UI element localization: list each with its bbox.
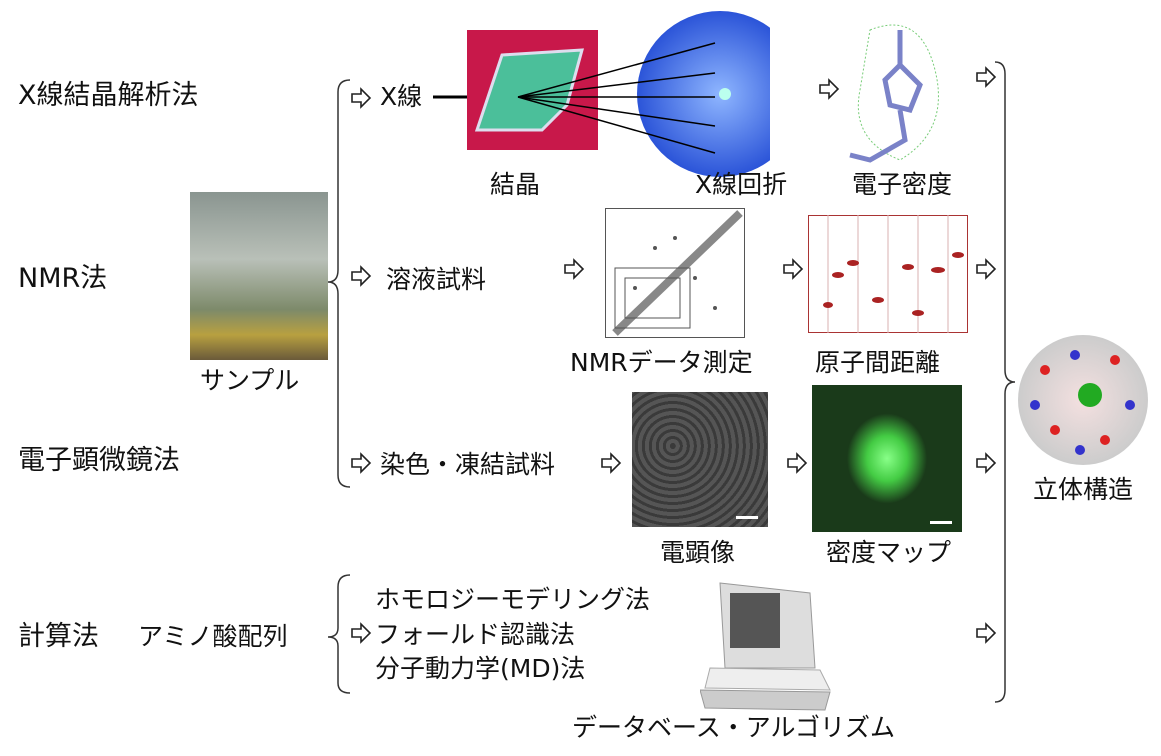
method-xray: X線結晶解析法 [18, 80, 199, 111]
method-nmr: NMR法 [18, 263, 108, 294]
density-label: 電子密度 [852, 170, 953, 199]
arrow-icon [975, 258, 997, 280]
diffraction-image [517, 11, 770, 177]
arrow-icon [350, 265, 372, 287]
arrow-icon [975, 452, 997, 474]
result-label: 立体構造 [1033, 475, 1134, 504]
database-algorithm-label: データベース・アルゴリズム [572, 713, 896, 742]
arrow-icon [975, 622, 997, 644]
comp-method: フォールド認識法 [375, 620, 576, 649]
distance-image [808, 215, 968, 333]
arrow-icon [818, 78, 840, 100]
amino-acid-sequence: アミノ酸配列 [138, 622, 288, 651]
xray-input: X線 [380, 82, 423, 111]
nmr-spectrum-image [605, 208, 745, 338]
comp-method: 分子動力学(MD)法 [375, 654, 586, 683]
density-map-label: 密度マップ [826, 538, 952, 567]
sample-label: サンプル [200, 366, 300, 395]
diffraction-label: X線回折 [695, 170, 788, 199]
arrow-icon [782, 258, 804, 280]
method-em: 電子顕微鏡法 [18, 445, 180, 476]
crystal-label: 結晶 [490, 170, 541, 199]
protein-structure-image [1018, 335, 1148, 465]
computer-icon [700, 582, 831, 711]
arrow-icon [975, 66, 997, 88]
arrow-icon [563, 258, 585, 280]
comp-method: ホモロジーモデリング法 [375, 585, 651, 614]
density-map-image [812, 385, 962, 532]
arrow-icon [600, 452, 622, 474]
nmr-measure-label: NMRデータ測定 [570, 348, 753, 377]
arrow-icon [350, 452, 372, 474]
distance-label: 原子間距離 [815, 348, 941, 377]
arrow-icon [350, 622, 372, 644]
arrow-icon [350, 87, 372, 109]
nmr-input: 溶液試料 [386, 265, 487, 294]
arrow-icon [786, 452, 808, 474]
electron-density-image [849, 24, 939, 163]
em-image-label: 電顕像 [660, 538, 736, 567]
method-comp: 計算法 [18, 621, 99, 652]
sample-photo [190, 192, 328, 360]
em-input: 染色・凍結試料 [380, 450, 556, 479]
em-image [632, 392, 768, 527]
